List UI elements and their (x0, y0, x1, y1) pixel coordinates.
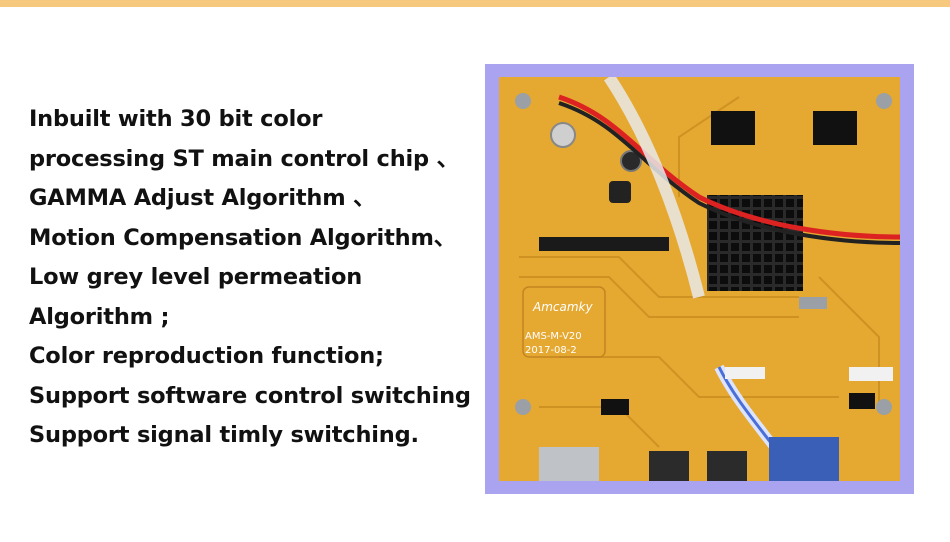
screw-icon (515, 399, 531, 415)
board-model-label: AMS-M-V20 (525, 331, 582, 342)
connector-icon (849, 367, 893, 381)
pcb-illustration: Amcamky AMS-M-V20 2017-08-2 (499, 77, 900, 481)
hdmi-port-icon (707, 451, 747, 481)
feature-line: processing ST main control chip 、 (29, 145, 459, 172)
product-photo-frame: Amcamky AMS-M-V20 2017-08-2 (485, 64, 914, 494)
feature-list: Inbuilt with 30 bit color processing ST … (29, 100, 479, 456)
feature-line: Algorithm ; (29, 303, 170, 330)
screw-icon (876, 93, 892, 109)
ic-chip-icon (849, 393, 875, 409)
ic-chip-icon (601, 399, 629, 415)
memory-chip-icon (711, 111, 755, 145)
feature-line: Low grey level permeation (29, 264, 363, 290)
board-date-label: 2017-08-2 (525, 345, 577, 356)
connector-icon (725, 367, 765, 379)
pin-header-icon (539, 237, 669, 251)
capacitor-icon (550, 122, 576, 148)
feature-line: Motion Compensation Algorithm、 (29, 224, 456, 251)
feature-line: Support signal timly switching. (29, 422, 419, 448)
top-accent-bar (0, 0, 950, 7)
hdmi-port-icon (649, 451, 689, 481)
hdmi-port-icon (539, 447, 599, 481)
crystal-icon (799, 297, 827, 309)
vga-port-icon (769, 437, 839, 481)
screw-icon (515, 93, 531, 109)
feature-line: GAMMA Adjust Algorithm 、 (29, 185, 376, 211)
feature-line: Support software control switching (29, 382, 471, 409)
heatsink-icon (707, 195, 803, 291)
feature-line: Inbuilt with 30 bit color (29, 106, 323, 132)
brand-logo: Amcamky (532, 300, 593, 314)
inductor-icon (609, 181, 631, 203)
memory-chip-icon (813, 111, 857, 145)
screw-icon (876, 399, 892, 415)
feature-line: Color reproduction function; (29, 343, 384, 369)
controller-board-photo: Amcamky AMS-M-V20 2017-08-2 (499, 77, 900, 481)
capacitor-icon (620, 150, 642, 172)
